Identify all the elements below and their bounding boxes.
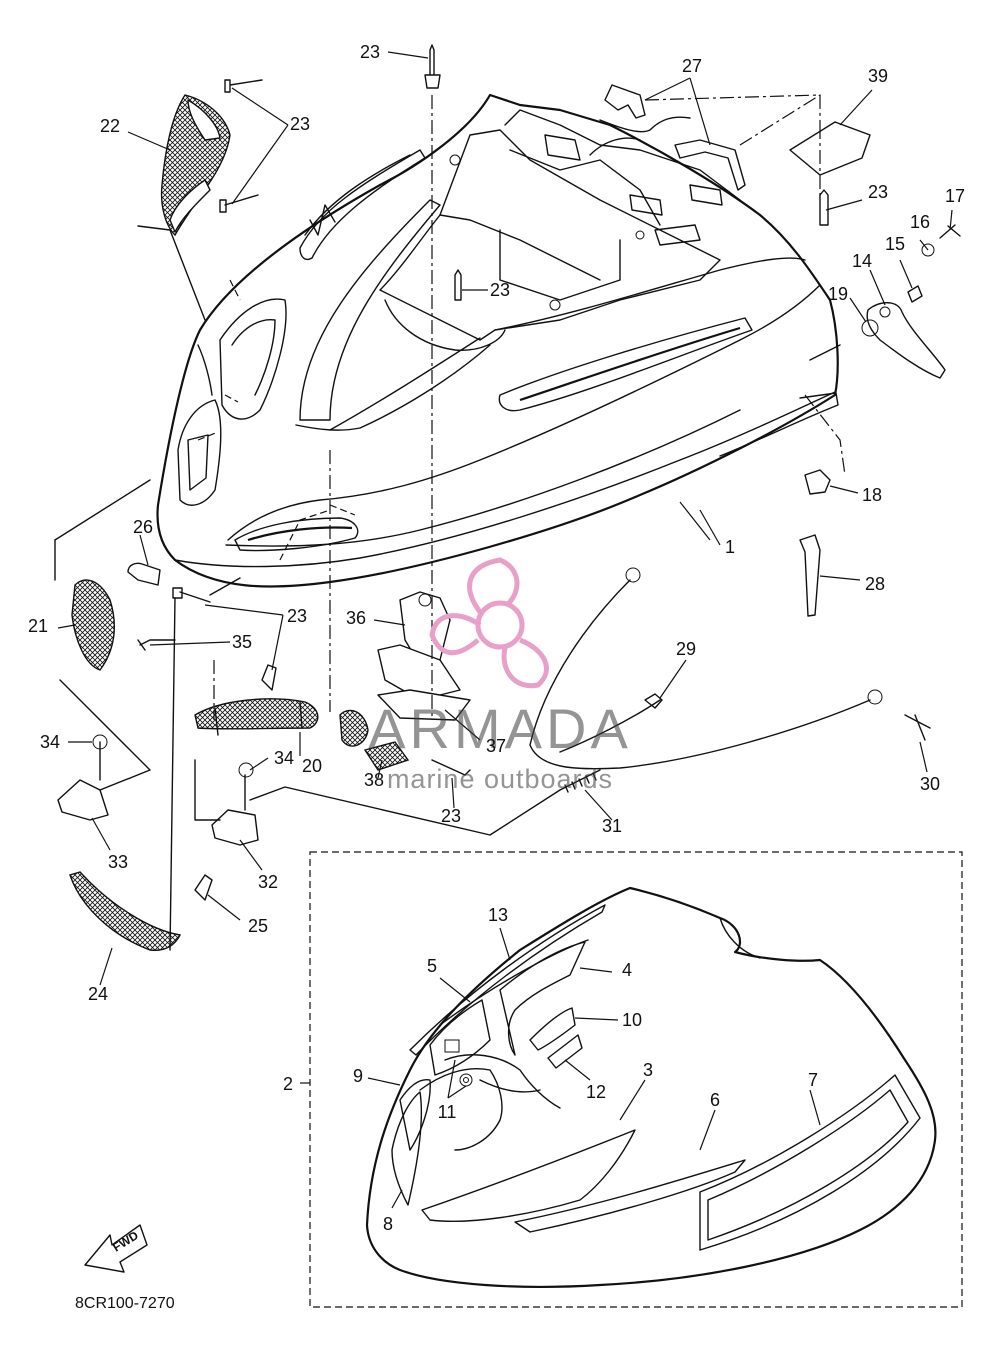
part-label: 8 [383, 1214, 393, 1234]
part-label: 15 [885, 234, 905, 254]
part-label: 11 [438, 1102, 457, 1122]
part-label: 17 [945, 186, 965, 206]
part-label: 7 [808, 1070, 818, 1090]
watermark-tagline: marine outboards [387, 764, 613, 794]
part-label: 1 [725, 537, 735, 557]
fwd-label: FWD [110, 1228, 141, 1255]
part-label: 28 [865, 574, 885, 594]
part-label: 13 [488, 905, 508, 925]
part-label: 38 [364, 770, 384, 790]
part-label: 12 [586, 1082, 606, 1102]
part-label: 31 [602, 816, 622, 836]
part-label: 23 [287, 606, 307, 626]
part-label: 39 [868, 66, 888, 86]
part-label: 9 [353, 1066, 363, 1086]
part-label: 18 [862, 485, 882, 505]
part-label: 23 [490, 280, 510, 300]
diagram-code: 8CR100-7270 [75, 1295, 175, 1312]
part-label: 10 [622, 1010, 642, 1030]
part-label: 32 [258, 872, 278, 892]
part-label: 20 [302, 756, 322, 776]
forward-direction-badge: FWD [84, 1224, 148, 1273]
part-label: 2 [283, 1074, 293, 1094]
part-label: 37 [486, 736, 506, 756]
part-label: 26 [133, 517, 153, 537]
part-label: 23 [290, 114, 310, 134]
part-label: 23 [868, 182, 888, 202]
part-label: 19 [828, 284, 848, 304]
hood-assembly [156, 93, 839, 588]
small-parts [57, 44, 961, 952]
part-label: 14 [852, 251, 872, 271]
part-label: 4 [622, 960, 632, 980]
part-label: 23 [441, 806, 461, 826]
part-label: 3 [643, 1060, 653, 1080]
part-label: 30 [920, 774, 940, 794]
part-label: 22 [100, 116, 120, 136]
part-label: 35 [232, 632, 252, 652]
part-label: 27 [682, 56, 702, 76]
armada-watermark: ARMADA marine outboards [368, 557, 632, 794]
part-label: 5 [427, 956, 437, 976]
part-label: 21 [28, 616, 48, 636]
part-label: 34 [40, 732, 60, 752]
part-label: 36 [346, 608, 366, 628]
part-label: 29 [676, 639, 696, 659]
part-label: 23 [360, 42, 380, 62]
watermark-brand: ARMADA [368, 697, 632, 760]
part-label: 25 [248, 916, 268, 936]
propeller-logo-icon [429, 557, 549, 689]
part-labels: 1 2 3 4 5 6 7 8 9 10 11 12 13 14 15 16 1… [28, 42, 965, 1234]
part-label: 33 [108, 852, 128, 872]
graphic-set-box [309, 851, 963, 1308]
leader-lines [54, 51, 953, 1209]
part-label: 34 [274, 748, 294, 768]
part-label: 16 [910, 212, 930, 232]
part-label: 24 [88, 984, 108, 1004]
part-label: 6 [710, 1090, 720, 1110]
